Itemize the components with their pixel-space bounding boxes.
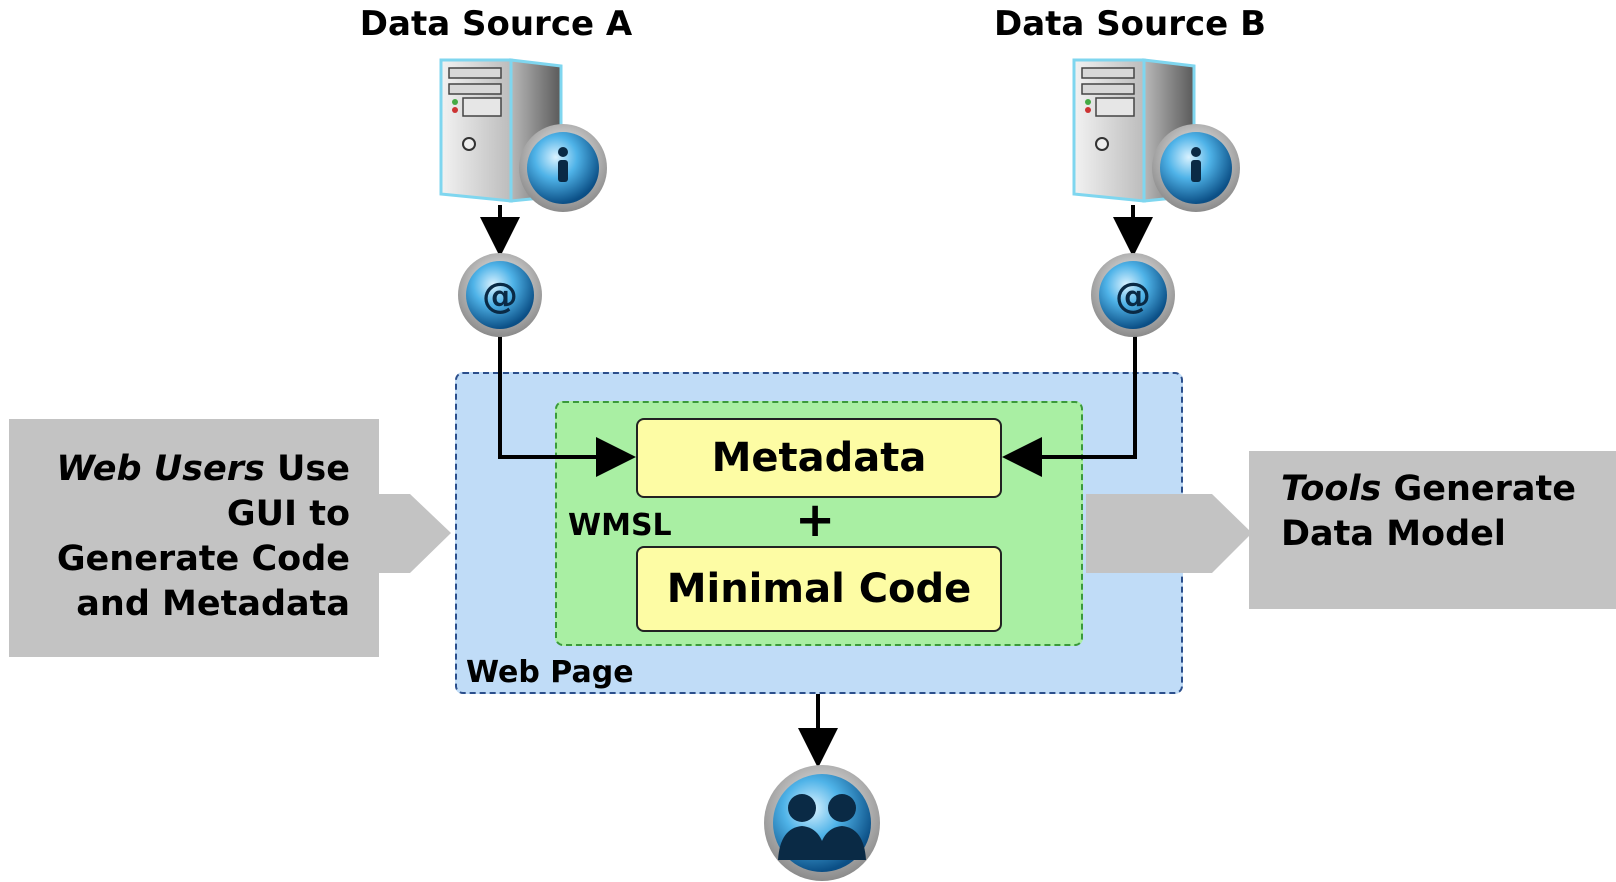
web-users-emphasis: Web Users xyxy=(56,449,265,489)
at-sign-icon: @ xyxy=(1091,253,1175,337)
data-source-a-title: Data Source A xyxy=(359,4,633,44)
minimal-code-box: Minimal Code xyxy=(636,546,1002,632)
plus-sign: + xyxy=(795,492,836,548)
web-users-panel xyxy=(9,419,379,657)
web-users-text: Web Users Use GUI to Generate Code and M… xyxy=(56,449,350,624)
users-icon xyxy=(764,765,880,881)
server-info-icon xyxy=(439,58,607,212)
left-flow-arrow xyxy=(379,494,451,573)
web-page-label: Web Page xyxy=(466,655,634,690)
right-flow-arrow xyxy=(1086,494,1252,573)
tools-text: Tools Generate Data Model xyxy=(1281,469,1576,554)
metadata-box: Metadata xyxy=(636,418,1002,498)
tools-emphasis: Tools xyxy=(1281,469,1382,509)
svg-text:@: @ xyxy=(482,276,518,317)
server-info-icon xyxy=(1072,58,1240,212)
data-source-b-title: Data Source B xyxy=(994,4,1266,44)
tools-panel xyxy=(1249,451,1616,609)
svg-text:@: @ xyxy=(1115,276,1151,317)
wmsl-label: WMSL xyxy=(568,508,672,543)
at-sign-icon: @ xyxy=(458,253,542,337)
